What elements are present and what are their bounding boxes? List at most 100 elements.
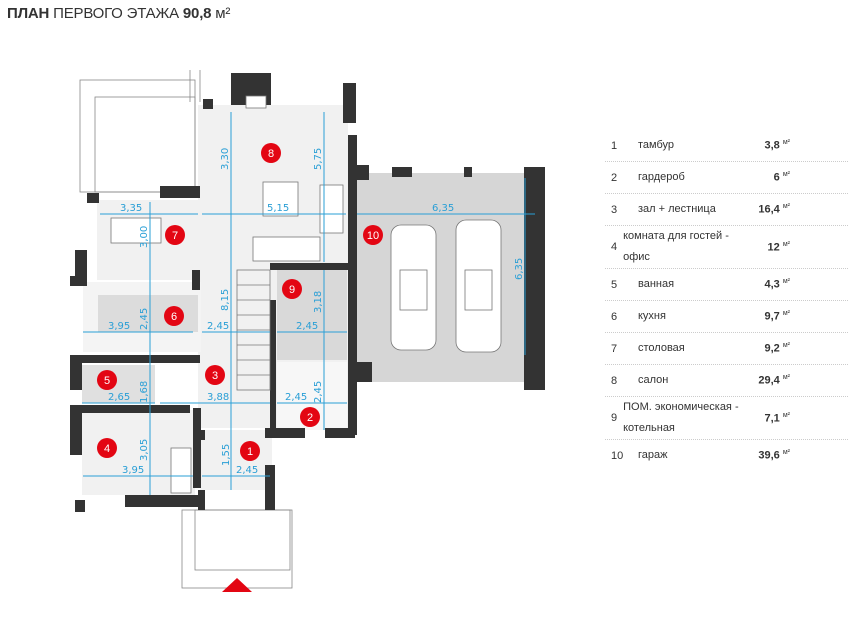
area-unit: м²: [782, 310, 790, 318]
room-marker-label: 9: [289, 284, 295, 296]
room-marker-label: 10: [367, 230, 379, 242]
area-unit: м²: [782, 449, 790, 457]
area-value: 4,3: [764, 278, 780, 291]
legend-row: 6 кухня 9,7 м²: [605, 301, 848, 333]
dim-label: 3,35: [120, 203, 142, 214]
room-marker-label: 4: [104, 443, 110, 455]
dim-label: 3,30: [220, 148, 231, 170]
legend-name: салон: [638, 374, 669, 386]
dim-label: 2,45: [236, 465, 258, 476]
legend-name: ванная: [638, 278, 675, 290]
area-unit: м²: [782, 171, 790, 179]
dim-label: 8,15: [220, 289, 231, 311]
legend-area: 4,3 м²: [730, 278, 848, 291]
legend-num: 10: [611, 449, 624, 462]
area-unit: м²: [782, 342, 790, 350]
room-marker-label: 3: [212, 370, 218, 382]
dim-label: 5,75: [313, 148, 324, 170]
title-unit: м²: [215, 5, 231, 22]
room-marker-8: 8: [261, 143, 281, 163]
page-title: ПЛАН ПЕРВОГО ЭТАЖА 90,8 м²: [7, 5, 230, 22]
area-value: 29,4: [758, 374, 780, 387]
title-area: 90,8: [182, 5, 212, 22]
dim-label: 3,95: [122, 465, 144, 476]
room-marker-label: 6: [171, 311, 177, 323]
area-unit: м²: [782, 278, 790, 286]
legend-name: ПОМ. экономическая - котельная: [623, 401, 739, 434]
legend-area: 16,4 м²: [730, 203, 848, 216]
area-value: 9,7: [764, 310, 780, 323]
room-markers: 1 2 3 4 5 6 7 8 9 10: [97, 143, 383, 461]
dim-label: 3,00: [139, 226, 150, 248]
legend-name: столовая: [638, 342, 685, 354]
dim-label: 5,15: [267, 203, 289, 214]
legend-name: тамбур: [638, 139, 675, 151]
entrance-arrow-icon: [222, 578, 252, 592]
room-marker-label: 5: [104, 375, 110, 387]
legend-num: 6: [611, 310, 618, 323]
dimension-labels: 3,35 5,15 6,35 3,30 5,75 8,15 3,00 3,18 …: [108, 148, 525, 476]
legend-name: кухня: [638, 310, 666, 322]
legend-area: 6 м²: [730, 171, 848, 184]
legend-area: 9,2 м²: [730, 342, 848, 355]
room-marker-7: 7: [165, 225, 185, 245]
legend-area: 9,7 м²: [730, 310, 848, 323]
room-marker-1: 1: [240, 441, 260, 461]
legend-num: 2: [611, 171, 618, 184]
room-marker-4: 4: [97, 438, 117, 458]
dim-label: 2,45: [139, 308, 150, 330]
dim-label: 1,55: [221, 444, 232, 466]
dim-label: 2,65: [108, 392, 130, 403]
room-marker-5: 5: [97, 370, 117, 390]
legend-num: 9: [611, 412, 618, 424]
dim-label: 3,95: [108, 321, 130, 332]
legend-row: 8 салон 29,4 м²: [605, 365, 848, 397]
area-value: 7,1: [764, 412, 780, 425]
area-unit: м²: [782, 203, 790, 211]
dim-label: 2,45: [313, 381, 324, 403]
legend-area: 12 м²: [763, 241, 848, 254]
area-value: 39,6: [758, 449, 780, 462]
terrace-outline: [79, 70, 293, 589]
room-marker-9: 9: [282, 279, 302, 299]
dim-label: 3,05: [139, 439, 150, 461]
room-marker-label: 1: [247, 446, 253, 458]
legend-name: комната для гостей - офис: [623, 230, 729, 263]
legend-row: 9 ПОМ. экономическая - котельная 7,1 м²: [605, 397, 848, 440]
room-marker-3: 3: [205, 365, 225, 385]
dim-label: 3,18: [313, 291, 324, 313]
legend-name: зал + лестница: [638, 203, 716, 215]
room-marker-label: 8: [268, 148, 274, 160]
dim-label: 6,35: [514, 258, 525, 280]
dim-label: 6,35: [432, 203, 454, 214]
legend-area: 39,6 м²: [730, 449, 848, 462]
dim-label: 2,45: [207, 321, 229, 332]
room-marker-label: 2: [307, 412, 313, 424]
room-marker-2: 2: [300, 407, 320, 427]
area-unit: м²: [782, 411, 790, 419]
room-marker-6: 6: [164, 306, 184, 326]
room-marker-10: 10: [363, 225, 383, 245]
legend-row: 3 зал + лестница 16,4 м²: [605, 194, 848, 226]
legend-num: 8: [611, 374, 618, 387]
area-value: 16,4: [758, 203, 780, 216]
legend-num: 5: [611, 278, 618, 291]
dim-label: 2,45: [296, 321, 318, 332]
area-value: 9,2: [764, 342, 780, 355]
dimension-lines: [82, 112, 535, 495]
legend-area: 29,4 м²: [730, 374, 848, 387]
furniture: [110, 95, 502, 494]
area-value: 12: [767, 241, 780, 254]
legend-area: 3,8 м²: [730, 139, 848, 152]
dim-label: 1,68: [139, 381, 150, 403]
dim-label: 3,88: [207, 392, 229, 403]
legend-num: 3: [611, 203, 618, 216]
legend-row: 5 ванная 4,3 м²: [605, 269, 848, 301]
title-bold: ПЛАН: [7, 5, 50, 22]
